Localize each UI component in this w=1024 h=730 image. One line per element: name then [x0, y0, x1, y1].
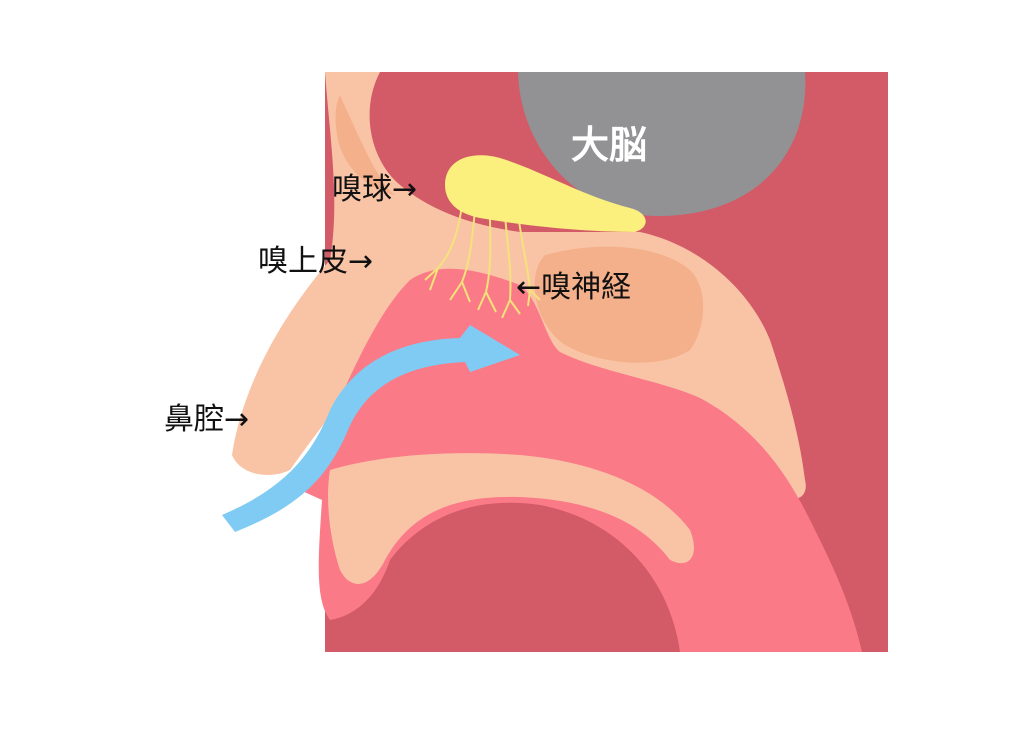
forehead-shade	[335, 95, 395, 195]
right-arrow-icon: →	[348, 244, 374, 279]
brain	[518, 72, 806, 217]
label-olfactory-epithelium-text: 嗅上皮	[258, 244, 348, 279]
right-arrow-icon: →	[392, 172, 418, 207]
label-olfactory-epithelium: 嗅上皮→	[258, 247, 373, 277]
label-nasal-cavity: 鼻腔→	[164, 405, 249, 435]
label-olfactory-nerve-text: 嗅神経	[541, 270, 632, 305]
palate	[328, 453, 694, 584]
olfactory-bulb	[445, 155, 646, 232]
sinus-shade	[534, 246, 704, 363]
label-nasal-cavity-text: 鼻腔	[164, 402, 224, 437]
label-olfactory-bulb-text: 嗅球	[332, 172, 392, 207]
label-olfactory-nerve: ←嗅神経	[516, 273, 631, 303]
label-brain: 大脳	[571, 123, 648, 167]
airflow-arrow	[222, 325, 520, 532]
label-olfactory-bulb: 嗅球→	[332, 175, 417, 205]
mucosa-tissue	[300, 268, 862, 652]
left-arrow-icon: ←	[516, 270, 542, 305]
right-arrow-icon: →	[224, 402, 250, 437]
